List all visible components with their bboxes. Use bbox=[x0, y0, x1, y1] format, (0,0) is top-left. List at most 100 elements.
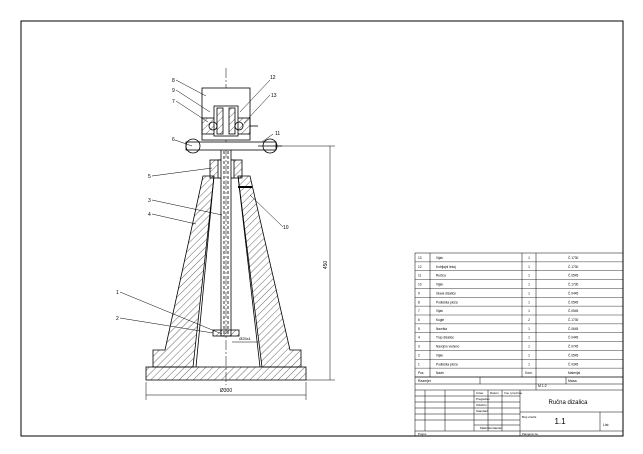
parts-cell-qty: 1 bbox=[528, 336, 530, 340]
callout-12: 12 bbox=[270, 75, 276, 81]
scale-value: M 1:2 bbox=[538, 384, 547, 388]
label-name: Ime i prezime bbox=[504, 391, 522, 395]
callout-9: 9 bbox=[172, 88, 175, 94]
callout-6: 6 bbox=[172, 137, 175, 143]
parts-cell-name: Vijak bbox=[436, 283, 443, 287]
parts-cell-material: Č.0745 bbox=[568, 344, 579, 349]
label-standard: Standard bbox=[476, 409, 489, 413]
parts-cell-pos: 7 bbox=[418, 309, 420, 313]
parts-cell-pos: 3 bbox=[418, 345, 420, 349]
parts-cell-material: Č.0345 bbox=[568, 361, 579, 366]
parts-cell-name: Glava dizalice bbox=[436, 291, 456, 295]
callout-7: 7 bbox=[172, 99, 175, 105]
parts-cell-qty: 2 bbox=[528, 318, 530, 322]
callout-8: 8 bbox=[172, 78, 175, 84]
parts-cell-pos: 12 bbox=[418, 265, 422, 269]
bearing-left bbox=[208, 121, 218, 131]
label-sheet: List bbox=[603, 423, 608, 427]
parts-cell-pos: 2 bbox=[418, 353, 420, 357]
parts-cell-material: Č.0545 bbox=[568, 352, 579, 357]
parts-cell-name: Podloška ploča bbox=[436, 300, 458, 304]
parts-cell-name: Navojno vreteno bbox=[436, 345, 459, 349]
parts-cell-pos: 10 bbox=[418, 283, 422, 287]
parts-cell-name: Vijak bbox=[436, 309, 443, 313]
parts-cell-qty: 1 bbox=[528, 274, 530, 278]
parts-cell-name: Kotrljajni ležaj bbox=[436, 265, 456, 269]
callout-13: 13 bbox=[271, 93, 277, 99]
parts-cell-qty: 1 bbox=[528, 300, 530, 304]
callout-labels: 8 9 7 6 5 3 4 1 2 12 13 11 10 bbox=[116, 75, 289, 322]
callout-1: 1 bbox=[116, 290, 119, 296]
label-approved: Odobrio bbox=[476, 403, 487, 407]
parts-cell-name: Vijak bbox=[436, 353, 443, 357]
title-block-text: Razmjer M 1:2 Masa Crtao Pregledao Odobr… bbox=[418, 379, 608, 436]
dimension-lines bbox=[145, 145, 335, 400]
label-drawing-no: Broj crteža bbox=[522, 415, 537, 419]
parts-header-qty: Kom. bbox=[525, 371, 533, 375]
callout-10: 10 bbox=[283, 225, 289, 231]
parts-cell-qty: 1 bbox=[528, 309, 530, 313]
height-dimension: 450 bbox=[323, 261, 329, 270]
jack-assembly-drawing bbox=[145, 68, 307, 385]
drawing-title: Ručna dizalica bbox=[548, 400, 588, 406]
parts-cell-material: Č.1730 bbox=[568, 317, 579, 322]
callout-3: 3 bbox=[148, 198, 151, 204]
parts-cell-pos: 9 bbox=[418, 291, 420, 295]
parts-cell-pos: 5 bbox=[418, 327, 420, 331]
title-block bbox=[414, 376, 624, 437]
parts-cell-pos: 13 bbox=[418, 256, 422, 260]
parts-cell-pos: 1 bbox=[418, 362, 420, 366]
label-mass: Masa bbox=[568, 379, 577, 383]
parts-cell-pos: 11 bbox=[418, 274, 422, 278]
callout-11: 11 bbox=[275, 131, 280, 137]
scale-label: Razmjer bbox=[418, 379, 432, 383]
callout-5: 5 bbox=[148, 174, 151, 180]
parts-cell-material: Č.1730 bbox=[568, 264, 579, 269]
bearing-right bbox=[234, 121, 244, 131]
parts-cell-pos: 6 bbox=[418, 318, 420, 322]
parts-cell-qty: 1 bbox=[528, 327, 530, 331]
parts-cell-material: Č.0545 bbox=[568, 299, 579, 304]
label-checked: Pregledao bbox=[476, 397, 490, 401]
parts-cell-material: Č.1730 bbox=[568, 255, 579, 260]
parts-cell-material: Č.0445 bbox=[568, 335, 579, 340]
callout-2: 2 bbox=[116, 316, 119, 322]
parts-cell-material: Č.0545 bbox=[568, 308, 579, 313]
label-date: Datum bbox=[490, 391, 499, 395]
parts-cell-pos: 4 bbox=[418, 336, 420, 340]
parts-cell-qty: 1 bbox=[528, 256, 530, 260]
parts-cell-qty: 1 bbox=[528, 362, 530, 366]
parts-cell-name: Trup dizalice bbox=[436, 336, 454, 340]
parts-header-name: Naziv bbox=[436, 371, 444, 375]
sheet-number: 1.1 bbox=[554, 417, 566, 426]
parts-cell-qty: 1 bbox=[528, 345, 530, 349]
parts-cell-material: Č.0645 bbox=[568, 326, 579, 331]
parts-cell-pos: 8 bbox=[418, 300, 420, 304]
parts-cell-qty: 1 bbox=[528, 265, 530, 269]
parts-cell-name: Ručica bbox=[436, 274, 446, 278]
parts-cell-name: Kugle bbox=[436, 318, 444, 322]
parts-cell-material: Č.1730 bbox=[568, 282, 579, 287]
parts-cell-qty: 1 bbox=[528, 283, 530, 287]
outer-border bbox=[20, 20, 624, 437]
parts-header-material: Materijal bbox=[568, 371, 580, 375]
callout-4: 4 bbox=[148, 212, 151, 218]
parts-cell-material: Č.0445 bbox=[568, 290, 579, 295]
body-right-wall bbox=[237, 175, 302, 368]
parts-cell-qty: 1 bbox=[528, 291, 530, 295]
base-width-dimension: Ø300 bbox=[220, 388, 232, 394]
parts-cell-name: Navrtka bbox=[436, 327, 447, 331]
parts-header-pos: Poz. bbox=[418, 371, 424, 375]
parts-cell-material: Č.0545 bbox=[568, 273, 579, 278]
institution-name: Mašinski fakultet bbox=[480, 426, 502, 430]
parts-cell-name: Podloška ploča bbox=[436, 362, 458, 366]
label-replaces: Zamjena za bbox=[522, 432, 538, 436]
parts-cell-qty: 1 bbox=[528, 353, 530, 357]
callout-leaders bbox=[119, 79, 284, 335]
parts-cell-name: Vijak bbox=[436, 256, 443, 260]
label-drawn: Crtao bbox=[476, 391, 484, 395]
pin-dimension: Ø25x1 bbox=[239, 336, 252, 341]
label-sign: Potpis bbox=[418, 432, 427, 436]
